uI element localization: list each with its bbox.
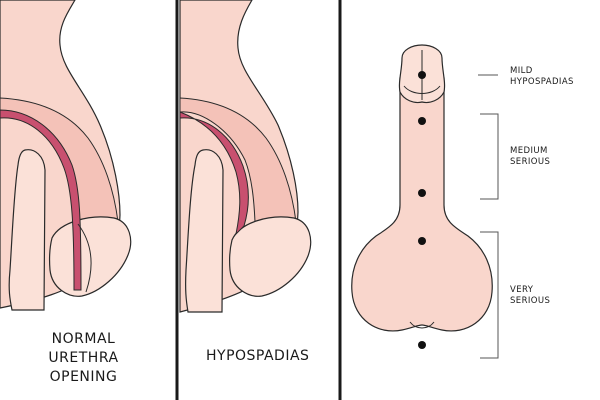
location-dot-very-lower (418, 341, 426, 349)
hypospadias-anatomy (179, 0, 312, 313)
normal-foreskin-fold (77, 223, 92, 293)
medium-label-line-1: MEDIUM (510, 146, 548, 156)
hypospadias-label: HYPOSPADIAS (206, 348, 310, 364)
very-bracket (480, 231, 499, 359)
hypo-thigh (185, 149, 224, 313)
hypo-glans (229, 216, 312, 297)
severity-body (351, 77, 493, 332)
normal-label-line-2: URETHRA (48, 350, 119, 366)
normal-thigh (8, 149, 46, 311)
normal-anatomy (0, 0, 132, 311)
severity-anatomy (351, 44, 499, 359)
location-dot-medium-lower (418, 189, 426, 197)
hypo-urethra (179, 111, 249, 236)
normal-urethra (0, 109, 82, 291)
very-serious-label: VERY SERIOUS (510, 285, 550, 307)
location-dot-medium-upper (418, 117, 426, 125)
medium-serious-label: MEDIUM SERIOUS (510, 146, 550, 168)
normal-label-line-3: OPENING (49, 369, 118, 385)
glans-rim (403, 85, 441, 94)
location-dot-mild (418, 71, 426, 79)
location-dot-very-upper (418, 237, 426, 245)
medium-label-line-2: SERIOUS (510, 157, 551, 167)
normal-label-line-1: NORMAL (51, 331, 116, 347)
scrotum-cleft (409, 321, 435, 329)
very-label-line-1: VERY (510, 285, 534, 295)
mild-label-line-2: HYPOSPADIAS (510, 77, 574, 87)
hypo-shaft (179, 97, 297, 223)
very-label-line-2: SERIOUS (510, 296, 551, 306)
mild-label-line-1: MILD (510, 66, 533, 76)
normal-urethra-opening-label: NORMAL URETHRA OPENING (36, 330, 131, 387)
mild-hypospadias-label: MILD HYPOSPADIAS (510, 66, 574, 88)
normal-glans (49, 216, 132, 297)
medium-bracket (480, 113, 499, 200)
